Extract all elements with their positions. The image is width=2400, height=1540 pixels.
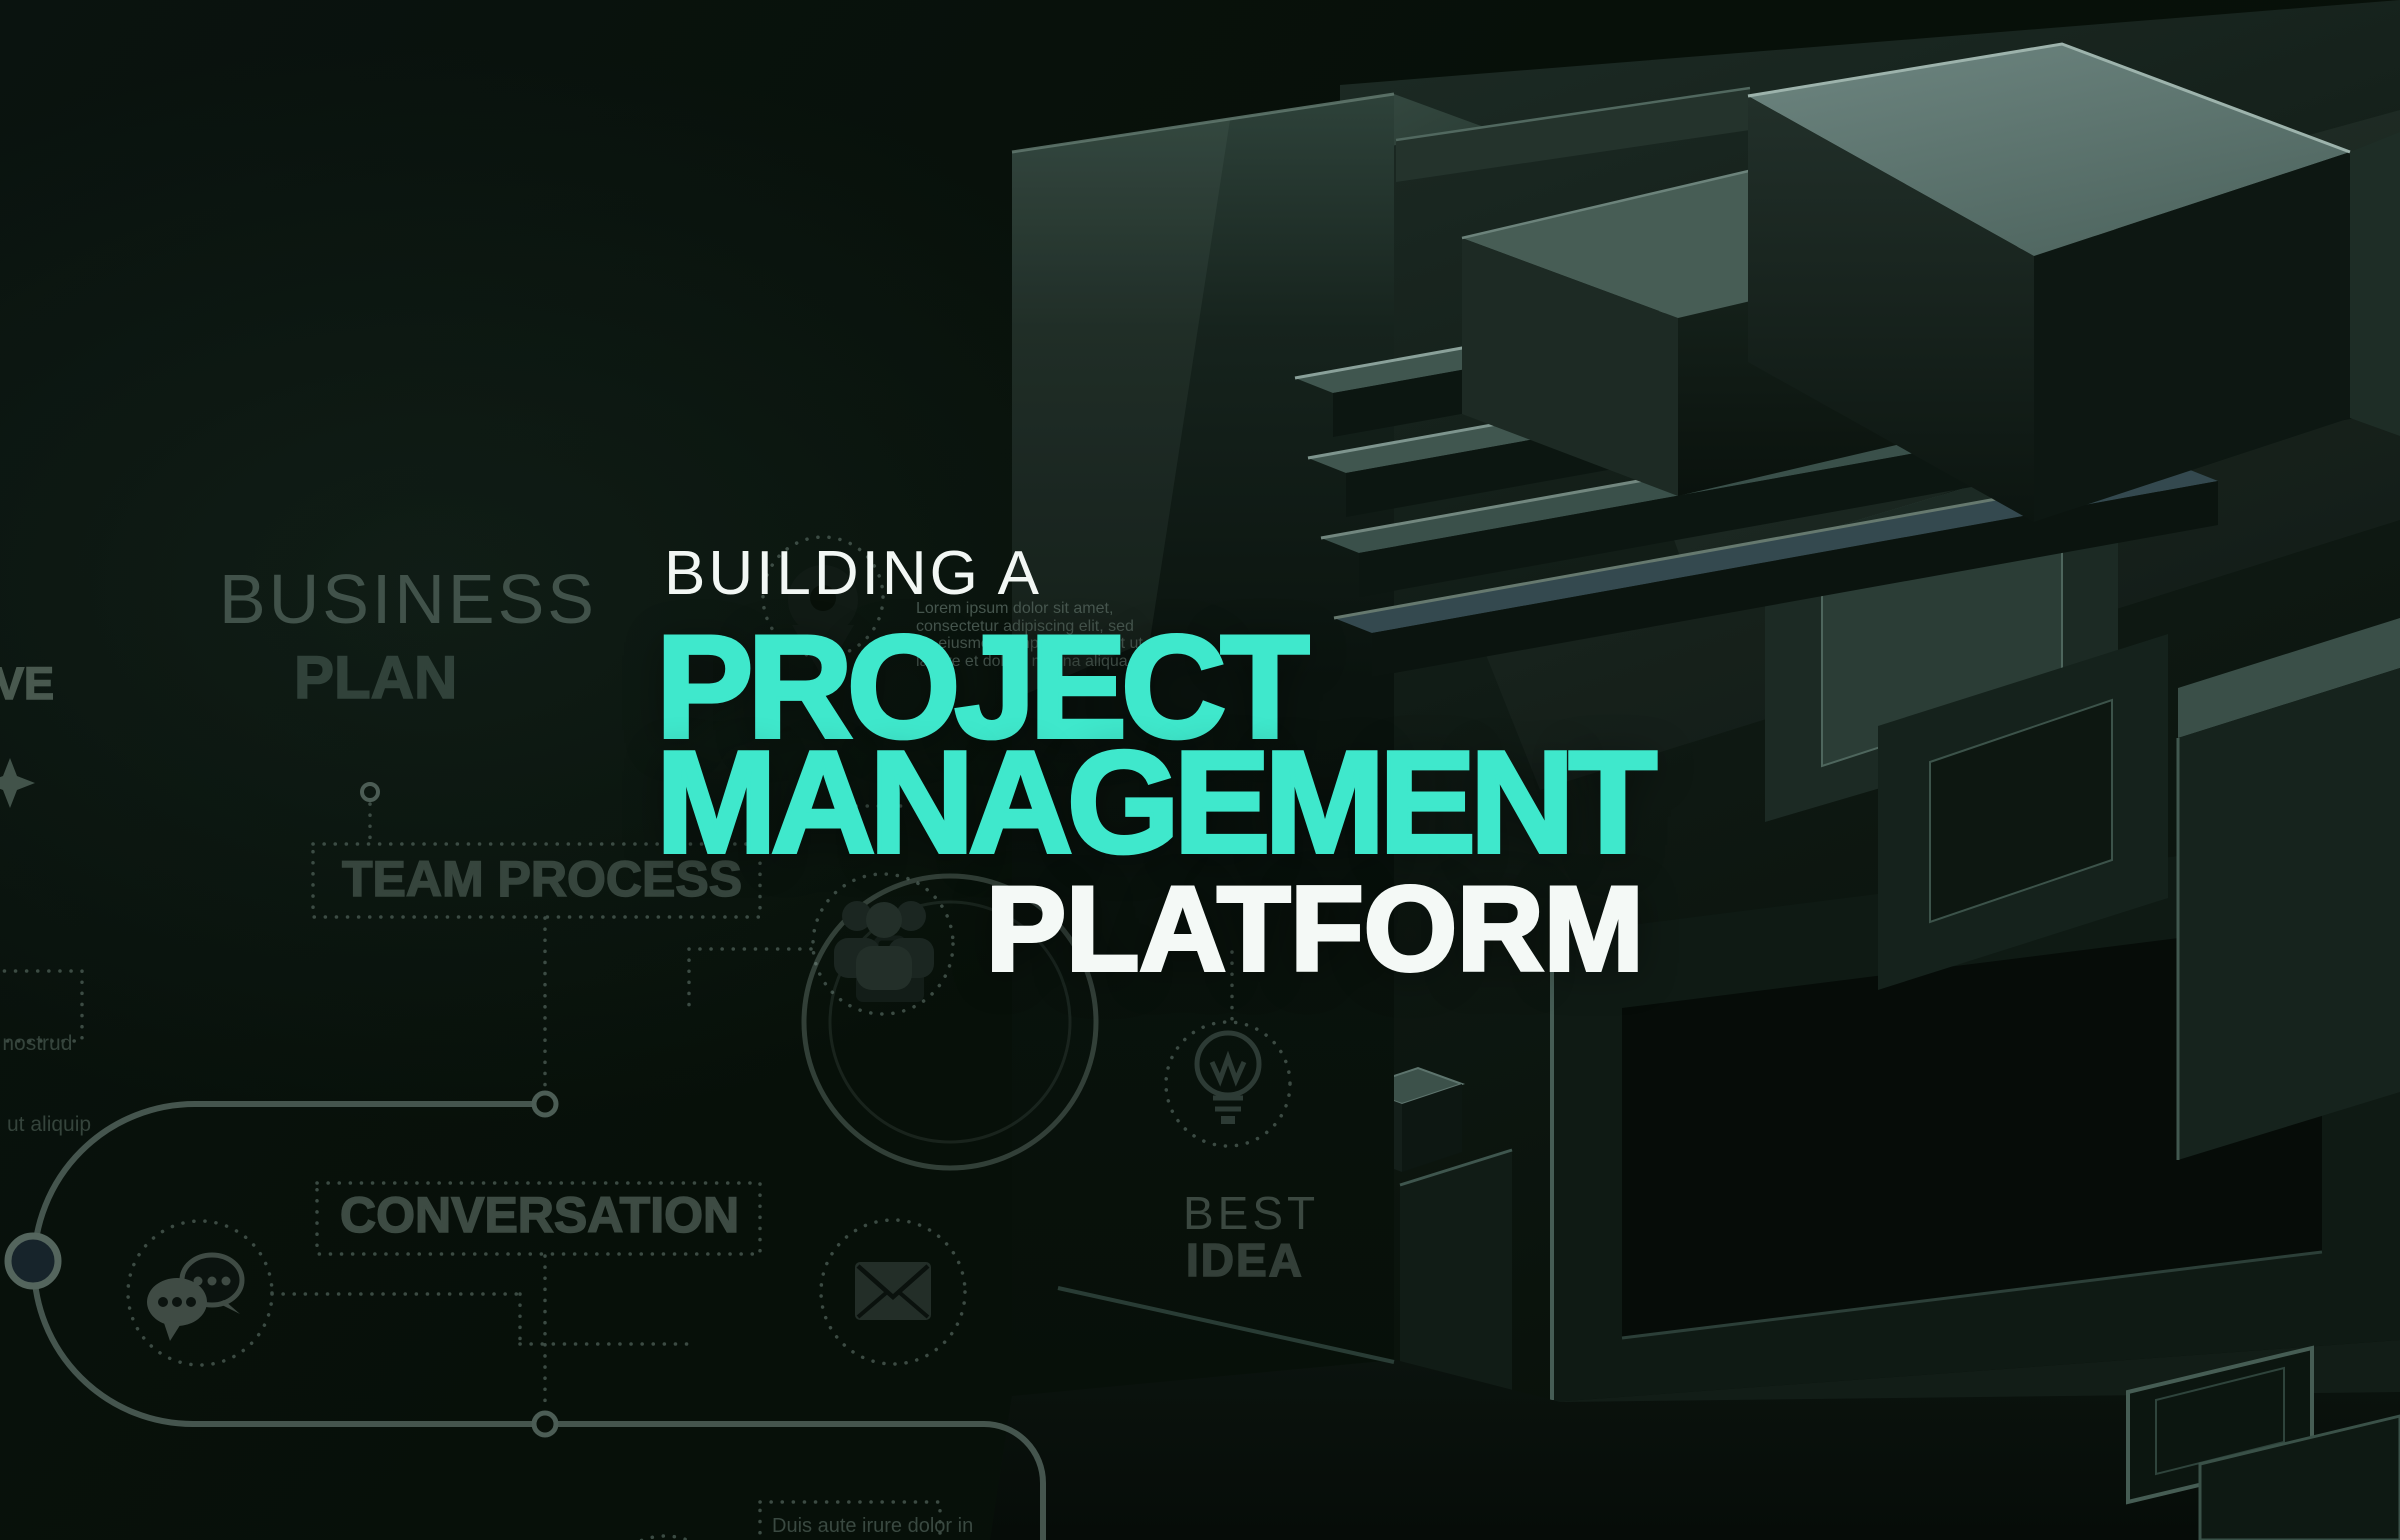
pillar <box>1400 1150 1512 1430</box>
pin-paragraph-line: labore et dolore magna aliqua. <box>916 652 1133 670</box>
box-face <box>2178 668 2400 1160</box>
node-ring <box>531 1410 559 1438</box>
title-management: MANAGEMENT <box>654 721 1659 883</box>
bulb-dotted-ring <box>1164 1020 1292 1148</box>
label-conversation: CONVERSATION <box>339 1187 740 1243</box>
label-edge-fragment: VE <box>0 658 55 709</box>
node-big <box>4 1232 62 1290</box>
label-best: BEST <box>1183 1187 1320 1239</box>
envelope-dotted-ring <box>819 1218 967 1366</box>
thin-bar <box>1396 88 1750 182</box>
title-kicker: BUILDING A <box>664 539 1042 608</box>
lightbulb-icon <box>1194 1030 1262 1124</box>
edge-highlight <box>1747 42 2351 154</box>
portal-opening <box>1622 920 2322 1338</box>
floor <box>990 1360 2400 1540</box>
pin-paragraph-line: Lorem ipsum dolor sit amet, <box>916 600 1114 617</box>
chat-bubbles-icon <box>147 1252 245 1341</box>
star-icon <box>0 758 35 808</box>
pin-paragraph: Lorem ipsum dolor sit amet, consectetur … <box>916 600 1143 670</box>
clipped-lorem-text: s nostrud si ut aliquip <box>0 976 91 1192</box>
box-top <box>2178 618 2400 738</box>
team-process-box <box>311 842 762 919</box>
bottom-dotted-ring <box>638 1534 692 1540</box>
box-face <box>2034 152 2350 522</box>
dotted-connectors <box>0 535 1292 1540</box>
node-ring <box>531 1090 559 1118</box>
node-small <box>360 782 380 802</box>
bottom-lorem-text: Duis aute irure dolor in <box>772 1515 974 1537</box>
flow-nodes <box>4 782 559 1438</box>
box-sliver <box>2350 132 2400 436</box>
edge-highlight <box>1621 1250 2323 1340</box>
slab-sheen <box>1012 120 1230 700</box>
clipped-line: si ut aliquip <box>0 1113 92 1136</box>
clipped-line: s nostrud <box>2 1032 73 1055</box>
edge-highlight <box>1395 86 1751 142</box>
title-project: PROJECT <box>654 605 1312 768</box>
box-face <box>1748 96 2034 522</box>
chat-dotted-ring <box>126 1219 274 1367</box>
slab-face <box>1012 94 1394 1396</box>
edge-highlight <box>1399 1148 1513 1187</box>
title-platform: PLATFORM <box>984 862 1646 996</box>
bottom-text-box <box>758 1500 942 1540</box>
magnifier-ring-icon <box>801 873 1099 1171</box>
edge-highlight <box>1011 92 1395 154</box>
pin-dotted-ring <box>761 535 885 659</box>
group-people-icon <box>834 901 934 990</box>
wire-frame <box>2155 1366 2285 1476</box>
wire-frame <box>2198 1414 2400 1540</box>
blocks-group <box>990 0 2400 1540</box>
cube-face <box>1402 1084 1462 1172</box>
pin-paragraph-line: do eiusmod tempor incididunt ut <box>916 635 1143 652</box>
box-face <box>1462 238 1678 496</box>
frame-panel <box>1929 698 2113 924</box>
pin-paragraph-line: consectetur adipiscing elit, sed <box>916 617 1134 635</box>
label-business: BUSINESS <box>219 560 597 638</box>
label-plan: PLAN <box>293 644 458 711</box>
conversation-box <box>315 1181 762 1256</box>
location-pin-icon <box>788 565 858 678</box>
clipped-text-box <box>0 969 84 1043</box>
edge-highlight <box>1057 1286 1395 1364</box>
label-team-process: TEAM PROCESS <box>341 851 743 907</box>
edge-highlight <box>1461 164 1771 240</box>
people-dotted-ring <box>811 872 955 1016</box>
envelope-icon <box>855 1262 931 1320</box>
label-idea: IDEA <box>1185 1234 1304 1286</box>
solid-flow-path <box>30 1101 1046 1540</box>
